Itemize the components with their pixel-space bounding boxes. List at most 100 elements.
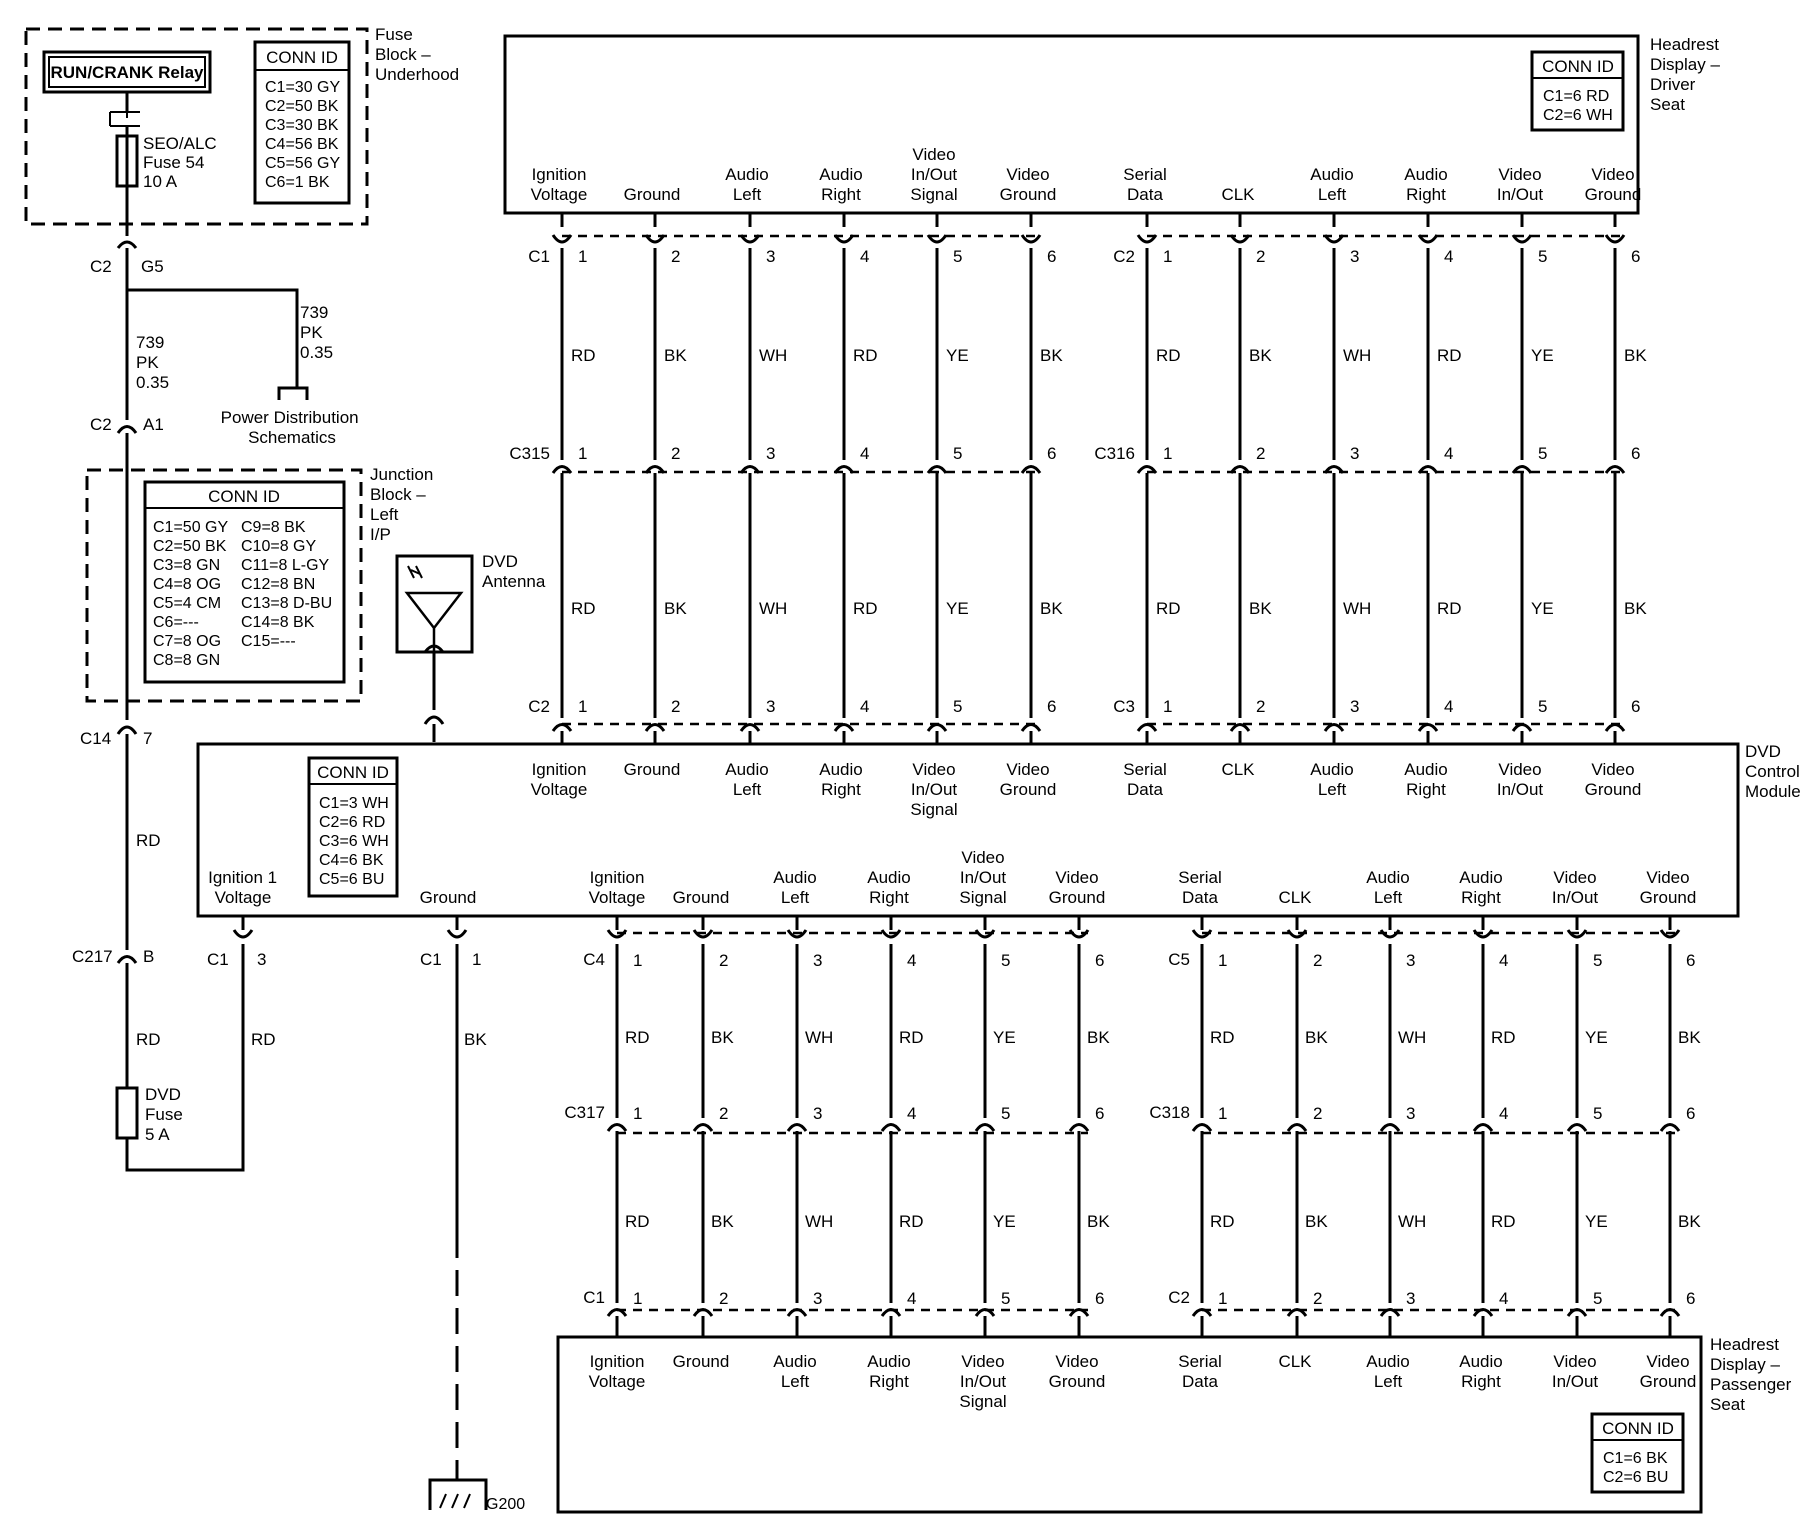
- connector-terminal: [1379, 1123, 1401, 1132]
- svg-text:CONN ID: CONN ID: [1602, 1419, 1674, 1438]
- junction-block-left-ip: CONN ID C1=50 GY C2=50 BK C3=8 GN C4=8 O…: [85, 465, 438, 703]
- pin-number: 3: [813, 1289, 822, 1308]
- pin-number: 5: [1593, 1104, 1602, 1123]
- wire-color: RD: [1210, 1028, 1235, 1047]
- pin-number: 4: [860, 697, 869, 716]
- svg-text:C1=6 BK C2=6 BU: C1=6 BK C2=6 BU: [1603, 1450, 1672, 1486]
- wire-color: BK: [1678, 1028, 1701, 1047]
- connector-terminal: [880, 929, 902, 939]
- pin-number: 3: [1406, 1104, 1415, 1123]
- fuse-block-title: Fuse Block – Underhood: [375, 25, 459, 84]
- junction-conn-right: C9=8 BK C10=8 GY C11=8 L-GY C12=8 BN C13…: [241, 519, 337, 650]
- antenna-label: DVD Antenna: [482, 552, 546, 591]
- connector-terminal: [1068, 1308, 1090, 1317]
- pin-number: 2: [1313, 1289, 1322, 1308]
- fuse-block-conn-id: [253, 40, 351, 205]
- svg-text:1: 1: [472, 950, 481, 969]
- pin-number: 2: [671, 247, 680, 266]
- dvd-module-title: DVD Control Module: [1745, 742, 1800, 801]
- pin-number: 5: [1001, 951, 1010, 970]
- junction-block-title: Junction Block – Left I/P: [370, 465, 438, 544]
- connector-terminal: [1020, 723, 1042, 732]
- pin-number: 4: [1444, 444, 1453, 463]
- pin-number: 3: [1406, 1289, 1415, 1308]
- svg-text:CONN ID: CONN ID: [1542, 57, 1614, 76]
- relay-label: RUN/CRANK Relay: [50, 63, 204, 82]
- wire-color: RD: [853, 599, 878, 618]
- connector-terminal: [1511, 234, 1533, 244]
- svg-text:C1=6 RD C2=6 WH: C1=6 RD C2=6 WH: [1543, 88, 1614, 124]
- dvd-control-module: CONN ID C1=3 WH C2=6 RD C3=6 WH C4=6 BK …: [196, 742, 1800, 918]
- connector-id: C316: [1094, 444, 1135, 463]
- wire-color: BK: [664, 599, 687, 618]
- ground-g200-icon: [428, 1470, 488, 1510]
- wire-color: RD: [1437, 346, 1462, 365]
- svg-text:RD: RD: [136, 831, 161, 850]
- wire-color: RD: [899, 1212, 924, 1231]
- passenger-conn-id: [1590, 1412, 1685, 1494]
- wire-color: YE: [993, 1028, 1016, 1047]
- pin-function-label: CLK: [1278, 1352, 1312, 1371]
- connector-id: C318: [1149, 1103, 1190, 1122]
- wire-color: BK: [1087, 1028, 1110, 1047]
- pin-number: 6: [1686, 1289, 1695, 1308]
- pin-number: 4: [907, 951, 916, 970]
- pin-number: 1: [578, 444, 587, 463]
- lower-harness: 111RDRD222BKBK333WHWH444RDRD555YEYE666BK…: [564, 916, 1701, 1337]
- pin-number: 1: [633, 1104, 642, 1123]
- dvd-module-conn-list: C1=3 WH C2=6 RD C3=6 WH C4=6 BK C5=6 BU: [319, 795, 393, 888]
- connector-terminal: [1472, 1123, 1494, 1132]
- pin-number: 2: [1256, 697, 1265, 716]
- wire-739-left: 739 PK 0.35: [136, 333, 169, 392]
- connector-terminal: [926, 465, 948, 474]
- pin-number: 1: [578, 247, 587, 266]
- wire-color: RD: [1437, 599, 1462, 618]
- connector-terminal: [1604, 234, 1626, 244]
- connector-terminal: [1417, 723, 1439, 732]
- svg-text:RD: RD: [251, 1030, 276, 1049]
- connector-terminal: [926, 234, 948, 244]
- svg-text:C1: C1: [420, 950, 442, 969]
- connector-terminal: [606, 1123, 628, 1132]
- pin-function-label: Ground: [673, 1352, 730, 1371]
- pin-number: 6: [1631, 247, 1640, 266]
- connector-terminal: [692, 929, 714, 939]
- svg-text:7: 7: [143, 729, 152, 748]
- connector-id: C5: [1168, 950, 1190, 969]
- pin-number: 5: [1538, 697, 1547, 716]
- connector-terminal: [1604, 723, 1626, 732]
- pin-number: 6: [1095, 951, 1104, 970]
- connector-terminal: [1379, 1308, 1401, 1317]
- dvd-module-conn-id: [307, 756, 399, 898]
- connector-terminal: [1191, 1123, 1213, 1132]
- connector-terminal: [1566, 929, 1588, 939]
- dvd-antenna: DVD Antenna: [395, 552, 546, 742]
- wire-color: RD: [1491, 1212, 1516, 1231]
- pin-number: 3: [1350, 444, 1359, 463]
- ground-label: Ground: [420, 888, 477, 907]
- headrest-display-driver: CONN ID C1=6 RD C2=6 WH Headrest Display…: [503, 34, 1720, 215]
- connector-id: C317: [564, 1103, 605, 1122]
- pin-number: 1: [1218, 1104, 1227, 1123]
- module-pin-label: CLK: [1221, 760, 1255, 779]
- pin-number: 2: [1313, 951, 1322, 970]
- wire-color: WH: [1343, 346, 1371, 365]
- wire-color: BK: [664, 346, 687, 365]
- pin-number: 5: [1001, 1104, 1010, 1123]
- wire-color: YE: [1585, 1028, 1608, 1047]
- pin-number: 4: [907, 1289, 916, 1308]
- module-pin-label: Ground: [624, 760, 681, 779]
- svg-text:BK: BK: [464, 1030, 487, 1049]
- connector-terminal: [1229, 723, 1251, 732]
